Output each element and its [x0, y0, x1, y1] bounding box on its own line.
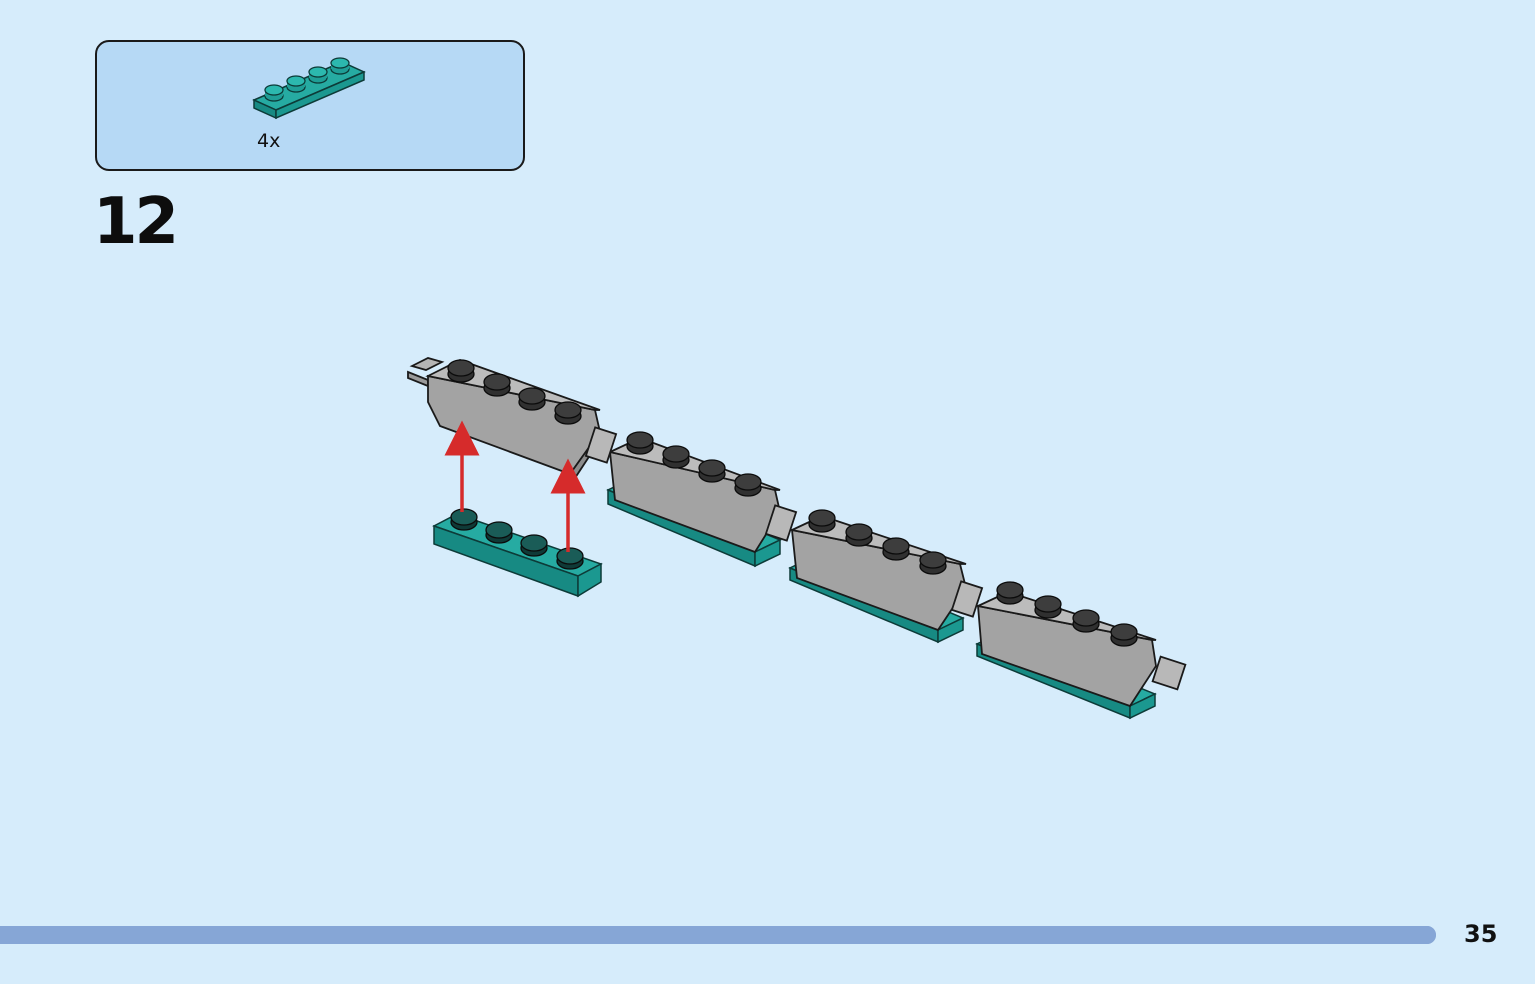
- part-quantity: 4x: [257, 130, 281, 152]
- new-teal-plate: [432, 508, 603, 598]
- plate-1x4-teal-icon: [252, 57, 366, 120]
- page-number: 35: [1464, 920, 1498, 948]
- gray-hinge-bricks: [407, 357, 1187, 708]
- progress-bar: [0, 926, 1436, 944]
- progress-fill: [0, 926, 1436, 944]
- gray-brick-studs: [447, 359, 1138, 647]
- parts-callout: 4x: [95, 40, 525, 171]
- assembly-arrows: [444, 420, 586, 552]
- step-number: 12: [93, 185, 179, 259]
- build-illustration: [407, 357, 1187, 720]
